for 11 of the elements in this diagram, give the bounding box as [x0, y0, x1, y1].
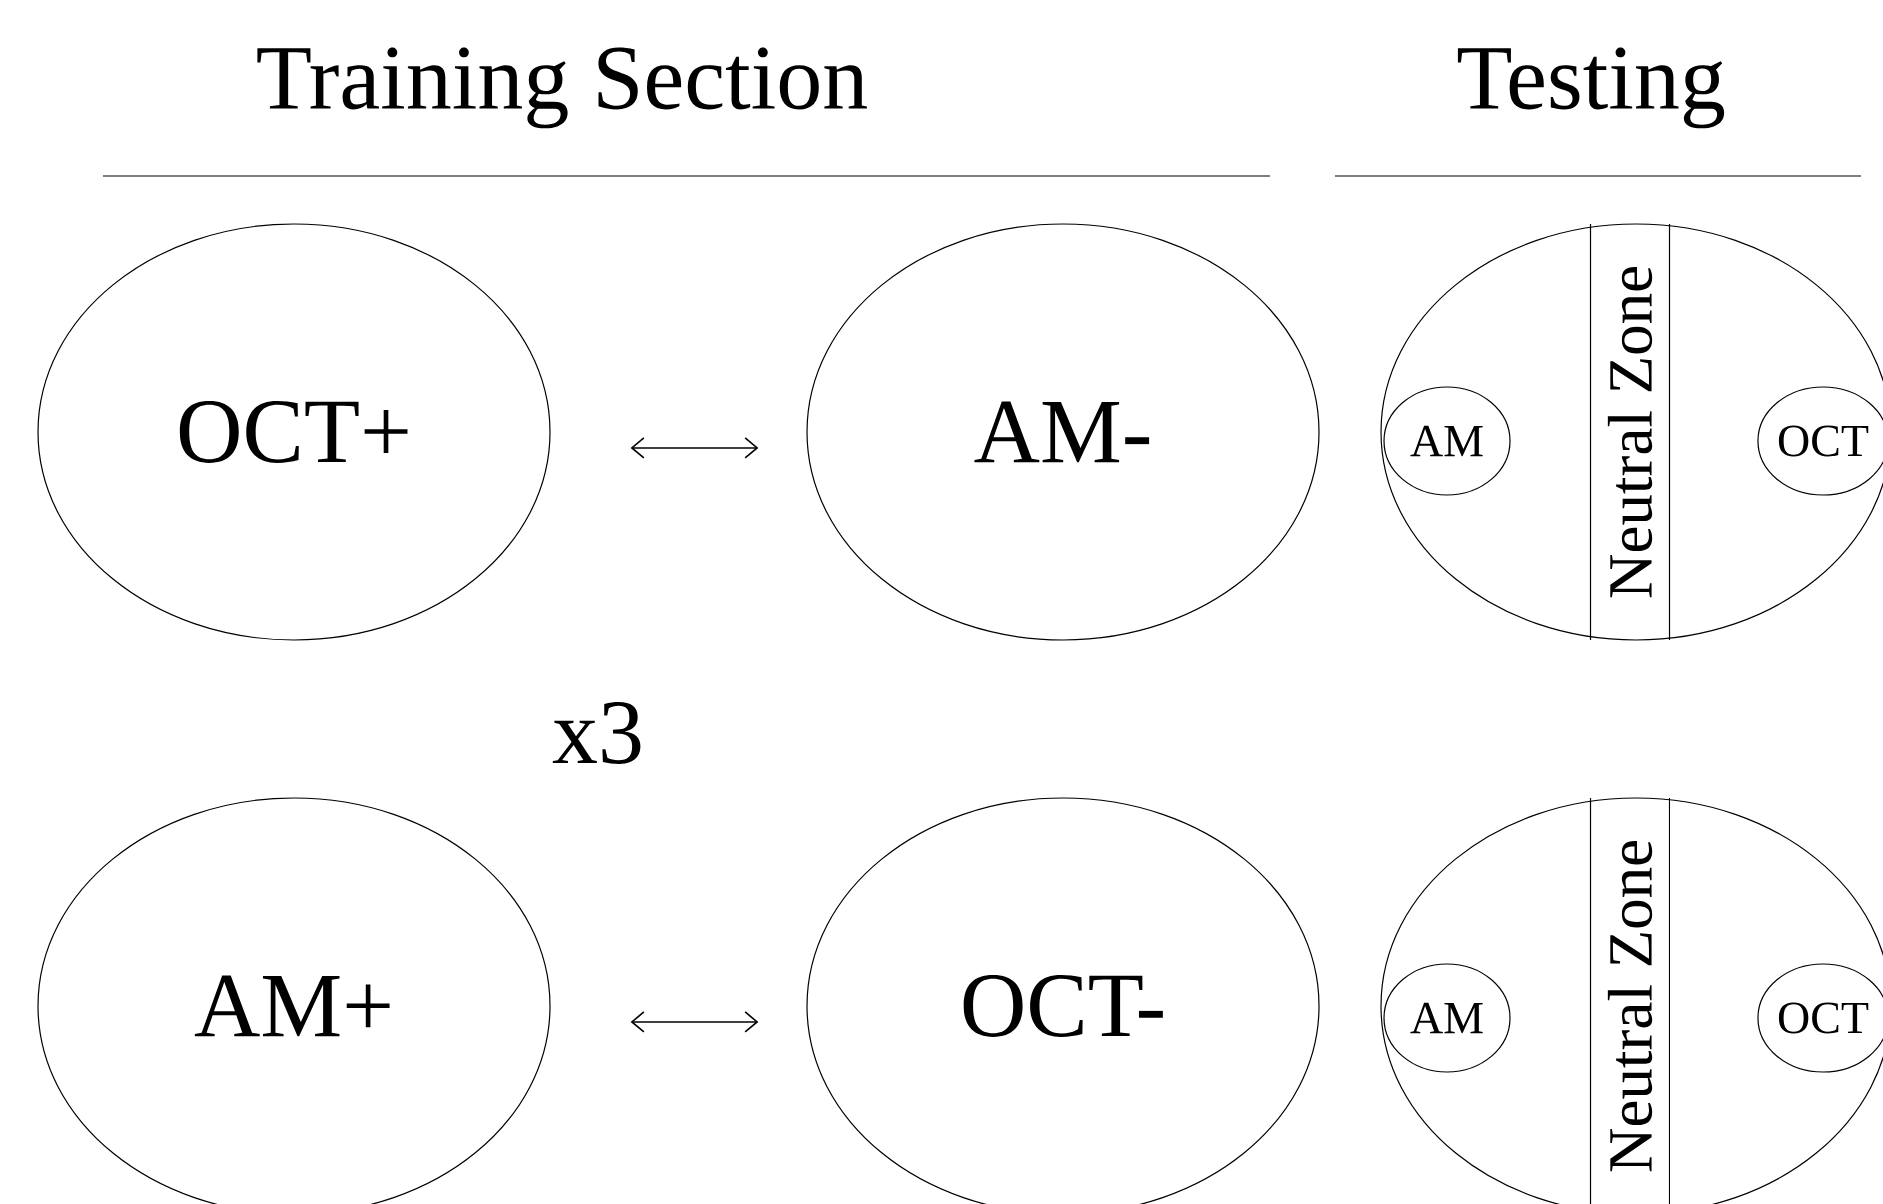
double-arrow	[630, 437, 759, 459]
section-heading: Training Section	[257, 47, 867, 129]
small-oval: AM	[1383, 963, 1511, 1073]
repeat-label: x3	[552, 702, 641, 764]
oval: OCT+	[37, 223, 551, 641]
double-arrow	[630, 1011, 759, 1033]
section-heading: Testing	[1457, 47, 1725, 129]
neutral-zone-strip: Neutral Zone	[1589, 797, 1671, 1204]
small-oval: AM	[1383, 386, 1511, 496]
neutral-zone-strip: Neutral Zone	[1589, 223, 1671, 641]
oval: AM-	[806, 223, 1320, 641]
